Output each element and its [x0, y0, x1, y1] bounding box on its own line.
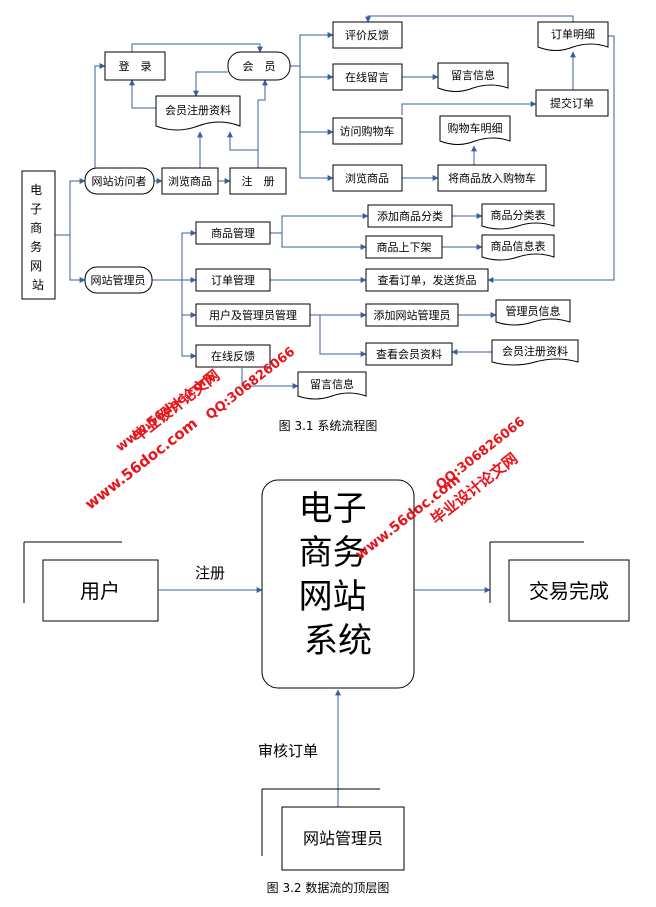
submit-order-box [535, 89, 609, 117]
register-box [229, 167, 287, 195]
system-line-4: 系统 [304, 621, 372, 661]
browse2-box [332, 164, 403, 192]
site-ch-4: 务 [30, 239, 42, 254]
register-label: 注 册 [242, 174, 275, 188]
member-reg-doc2-shape [491, 339, 579, 366]
user-entity-label: 用户 [80, 579, 120, 603]
msg-info2-label: 留言信息 [310, 377, 354, 391]
order-mgmt-label: 订单管理 [211, 273, 255, 287]
site-box [21, 170, 56, 300]
system-line-3: 网站 [299, 577, 367, 617]
add-to-cart-box [437, 164, 547, 192]
member-reg-doc2-label: 会员注册资料 [502, 344, 568, 358]
msg-info2-shape [297, 371, 367, 400]
order-detail-label: 订单明细 [551, 28, 595, 41]
feedback-label: 评价反馈 [345, 29, 389, 42]
system-line-1: 电子 [299, 489, 367, 529]
audit-flow-label: 审核订单 [258, 742, 318, 760]
visit-cart-label: 访问购物车 [340, 124, 395, 138]
fig1-nodes: 电 子 商 务 网 站 登 录 会 员 会员注册资料 网站访问者 浏览商品 注 … [21, 21, 609, 400]
site-ch-2: 子 [30, 202, 42, 216]
member-box [227, 51, 291, 81]
login-box [104, 51, 166, 81]
visitor-label: 网站访问者 [92, 174, 147, 188]
cart-detail-shape [439, 115, 511, 145]
figure1-caption: 图 3.1 系统流程图 [279, 418, 378, 433]
category-table-shape [481, 203, 555, 230]
feedback-box [332, 21, 403, 49]
add-admin-box [365, 303, 459, 327]
view-member-label: 查看会员资料 [376, 347, 442, 361]
category-table-label: 商品分类表 [491, 208, 546, 222]
admin-label: 网站管理员 [91, 273, 146, 287]
online-feedback-box [195, 344, 271, 368]
shelf-label: 商品上下架 [377, 240, 432, 254]
msg-info-label: 留言信息 [451, 68, 495, 82]
system-process-label: 电子 商务 网站 系统 [299, 489, 378, 661]
visitor-box [84, 167, 155, 195]
online-msg-box [332, 63, 403, 91]
figure2-caption: 图 3.2 数据流的顶层图 [267, 880, 390, 895]
goods-mgmt-box [195, 221, 271, 245]
order-detail-shape [537, 21, 609, 51]
site-label: 电 子 商 务 网 站 [30, 183, 46, 292]
register-flow-label: 注册 [195, 564, 225, 582]
done-entity-box [508, 559, 630, 622]
add-category-label: 添加商品分类 [377, 209, 443, 223]
member-label: 会 员 [243, 60, 276, 73]
user-admin-mgmt-box [195, 303, 311, 327]
add-category-box [367, 204, 453, 228]
browse-box [161, 167, 219, 195]
visit-cart-box [332, 117, 403, 145]
admin-info-shape [495, 299, 571, 326]
member-reg-doc-label: 会员注册资料 [165, 103, 231, 117]
view-ship-box [365, 268, 489, 292]
admin-info-label: 管理员信息 [506, 304, 561, 318]
user-admin-mgmt-label: 用户及管理员管理 [209, 308, 297, 322]
browse2-label: 浏览商品 [345, 171, 389, 185]
browse-label: 浏览商品 [168, 174, 212, 188]
cart-detail-label: 购物车明细 [448, 121, 503, 135]
system-line-2: 商务 [299, 533, 367, 573]
admin-entity-box [281, 806, 405, 871]
submit-order-label: 提交订单 [550, 96, 594, 110]
view-ship-label: 查看订单，发送货品 [378, 273, 477, 287]
system-process-box [261, 479, 415, 689]
msg-info-shape [437, 62, 509, 92]
user-entity-box [42, 559, 159, 622]
site-ch-6: 站 [32, 278, 44, 292]
member-reg-doc-shape [155, 95, 241, 131]
fig2: 用户 注册 电子 商务 网站 系统 交易完成 审核订单 网站管理员 [23, 479, 630, 871]
site-ch-5: 网 [30, 259, 42, 273]
add-to-cart-label: 将商品放入购物车 [448, 171, 536, 185]
online-feedback-label: 在线反馈 [211, 349, 255, 363]
order-mgmt-box [195, 268, 271, 292]
online-msg-label: 在线留言 [345, 70, 389, 84]
goods-info-table-shape [481, 234, 555, 261]
site-ch-1: 电 [30, 183, 42, 197]
admin-entity-label: 网站管理员 [303, 829, 383, 848]
fig1-connectors [55, 15, 615, 389]
goods-info-table-label: 商品信息表 [491, 239, 546, 253]
site-ch-3: 商 [30, 220, 42, 235]
view-member-box [365, 342, 453, 366]
done-entity-label: 交易完成 [529, 579, 609, 603]
login-label: 登 录 [119, 59, 152, 73]
shelf-box [365, 235, 443, 259]
admin-box [84, 266, 153, 294]
add-admin-label: 添加网站管理员 [374, 308, 451, 322]
goods-mgmt-label: 商品管理 [211, 226, 255, 240]
